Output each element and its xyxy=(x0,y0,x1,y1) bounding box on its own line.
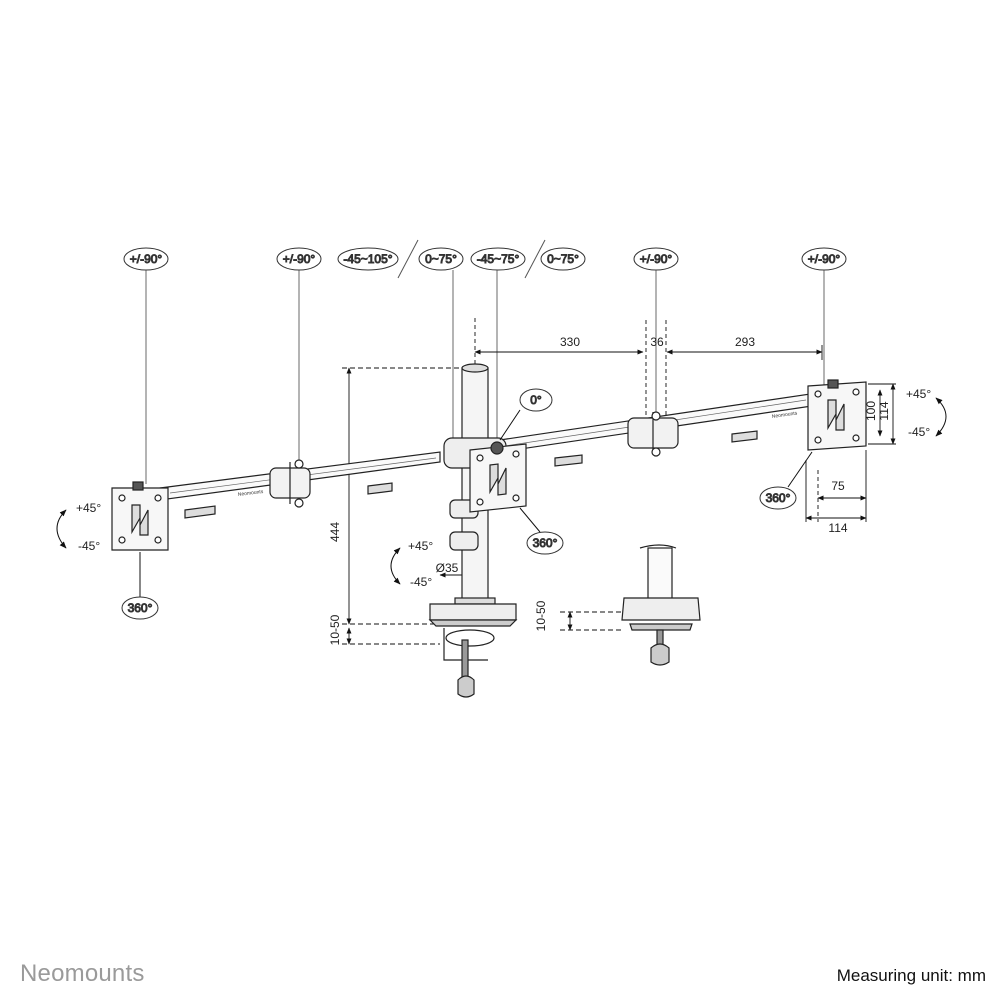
dim-pole-diameter: Ø35 xyxy=(436,561,459,575)
dimension-lines xyxy=(342,318,896,645)
dimension-texts: 330 36 293 444 10-50 10-50 Ø35 100 114 7… xyxy=(328,335,891,645)
arm-assembly: Neomounts Neomounts xyxy=(159,393,813,519)
rotation-label-7: +/-90° xyxy=(633,247,679,271)
dim-444: 444 xyxy=(328,522,342,542)
swivel-left: 360° xyxy=(121,596,159,620)
svg-text:+/-90°: +/-90° xyxy=(130,252,163,266)
dim-293: 293 xyxy=(735,335,755,349)
tilt-labels: +45° -45° +45° -45° +45° -45° xyxy=(76,387,931,589)
rotation-label-8: +/-90° xyxy=(801,247,847,271)
rotation-label-2: +/-90° xyxy=(276,247,322,271)
svg-text:-45~75°: -45~75° xyxy=(477,252,520,266)
dim-36: 36 xyxy=(650,335,664,349)
leader-lines xyxy=(145,270,825,484)
center-tilt-label: 0° xyxy=(519,388,553,412)
dim-vesa-100: 100 xyxy=(864,401,878,421)
tilt-right-plus: +45° xyxy=(906,387,931,401)
vesa-plate-right xyxy=(807,379,867,451)
vesa-plate-center xyxy=(469,441,527,513)
svg-text:Neomounts: Neomounts xyxy=(238,489,265,498)
tilt-pole-minus: -45° xyxy=(410,575,432,589)
svg-text:Neomounts: Neomounts xyxy=(771,410,798,420)
measuring-unit: Measuring unit: mm xyxy=(836,966,986,985)
svg-text:0~75°: 0~75° xyxy=(425,252,457,266)
rotation-label-4: 0~75° xyxy=(418,247,464,271)
rotation-label-6: 0~75° xyxy=(540,247,586,271)
brand-logo: Neomounts xyxy=(20,960,145,987)
dim-vesa-114-w: 114 xyxy=(828,521,847,535)
svg-text:360°: 360° xyxy=(128,601,153,615)
swivel-right: 360° xyxy=(759,486,797,510)
dim-330: 330 xyxy=(560,335,580,349)
svg-text:0~75°: 0~75° xyxy=(547,252,579,266)
rotation-label-3: -45~105° xyxy=(337,247,399,271)
svg-text:+/-90°: +/-90° xyxy=(283,252,316,266)
svg-text:360°: 360° xyxy=(533,536,558,550)
dim-vesa-114-h: 114 xyxy=(877,401,891,420)
tilt-left-minus: -45° xyxy=(78,539,100,553)
svg-text:0°: 0° xyxy=(530,393,542,407)
motion-arrows xyxy=(56,397,947,597)
svg-text:-45~105°: -45~105° xyxy=(343,252,392,266)
dim-desk-b: 10-50 xyxy=(534,600,548,631)
vesa-plate-left xyxy=(111,481,169,551)
svg-text:+/-90°: +/-90° xyxy=(640,252,673,266)
rotation-label-1: +/-90° xyxy=(123,247,169,271)
dim-desk-a: 10-50 xyxy=(328,614,342,645)
tilt-left-plus: +45° xyxy=(76,501,101,515)
tilt-pole-plus: +45° xyxy=(408,539,433,553)
desk-clamp-right xyxy=(621,544,701,666)
swivel-labels: 360° 360° 360° 0° xyxy=(121,388,797,620)
desk-clamp-left xyxy=(428,603,518,698)
rotation-labels: +/-90° +/-90° -45~105° 0~75° -45~75° 0~7… xyxy=(123,239,847,279)
svg-text:360°: 360° xyxy=(766,491,791,505)
tilt-right-minus: -45° xyxy=(908,425,930,439)
svg-text:+/-90°: +/-90° xyxy=(808,252,841,266)
rotation-label-5: -45~75° xyxy=(470,247,526,271)
swivel-center: 360° xyxy=(526,531,564,555)
dim-vesa-75: 75 xyxy=(831,479,845,493)
